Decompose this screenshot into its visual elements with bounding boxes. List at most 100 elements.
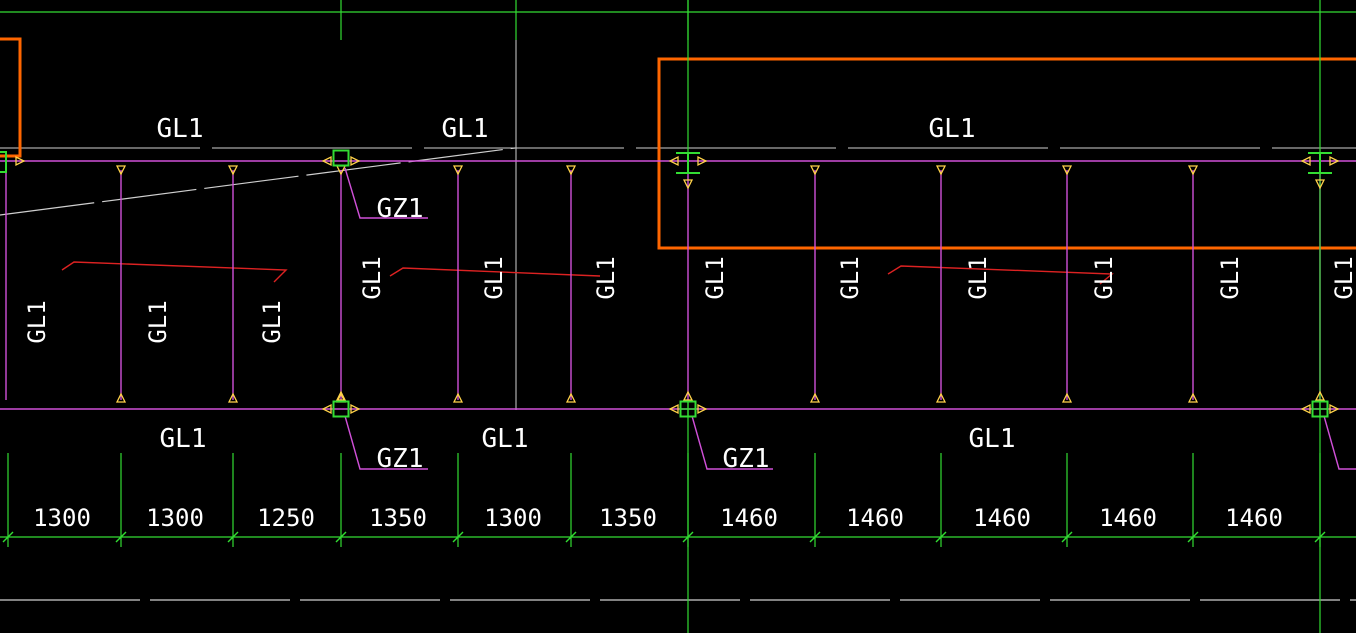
dimension-value: 1460 [1099,504,1157,532]
top-dimension-text: 2600 [399,0,457,5]
dimension-tick [1187,531,1199,543]
support-marker [697,403,708,415]
sloped-reference-line [0,147,516,216]
support-marker [1329,403,1340,415]
support-marker [115,392,127,403]
column-symbol [332,400,350,418]
support-marker [1061,165,1073,176]
beam-label-vertical: GL1 [592,256,620,299]
beam-label: GL1 [482,424,529,454]
dimension-tick [115,531,127,543]
dimension-value: 1460 [1225,504,1283,532]
support-marker [1329,155,1340,167]
dimension-value: 1300 [146,504,204,532]
support-marker [668,155,679,167]
column-leader [344,415,428,470]
column-leader [344,167,428,219]
support-marker [321,403,332,415]
support-marker [452,392,464,403]
support-marker [697,155,708,167]
column-label: GZ1 [377,194,424,224]
dimension-value: 1300 [484,504,542,532]
highlight-box-left [0,37,22,158]
column-symbols [0,149,1332,418]
support-marker [935,392,947,403]
dimension-tick [335,531,347,543]
text-layer: 5310 2600 2600 4500 GL1 GL1 GL1 GL1 GL1 … [23,0,1356,532]
support-marker [335,390,347,401]
support-marker [1314,390,1326,401]
support-marker [1187,392,1199,403]
selection-highlight-boxes [0,37,1356,285]
support-marker [682,179,694,190]
beam-label-vertical: GL1 [836,256,864,299]
dimension-value: 1300 [33,504,91,532]
dimension-value: 1350 [599,504,657,532]
beam-label: GL1 [969,424,1016,454]
support-marker [350,403,361,415]
grid-axis-lines [0,0,1356,601]
support-marker [935,165,947,176]
beam-label-vertical: GL1 [144,300,172,343]
support-marker [321,155,332,167]
dimension-value: 1350 [369,504,427,532]
beam-label-vertical: GL1 [23,300,51,343]
beam-label-vertical: GL1 [480,256,508,299]
beam-lines [0,160,1356,470]
support-marker [1300,403,1311,415]
leader-line [887,265,1114,285]
support-marker [350,155,361,167]
highlight-box-right [657,57,1356,250]
dimension-tick [227,531,239,543]
dimension-tick [565,531,577,543]
support-marker [115,165,127,176]
support-marker [227,165,239,176]
beam-label-vertical: GL1 [1216,256,1244,299]
dimension-tick [2,531,14,543]
beam-label: GL1 [157,114,204,144]
column-symbol [332,149,350,167]
beam-label-vertical: GL1 [701,256,729,299]
support-marker [565,165,577,176]
beam-label: GL1 [929,114,976,144]
support-marker [809,392,821,403]
support-marker [1061,392,1073,403]
support-marker [668,403,679,415]
support-marker [1314,179,1326,190]
support-marker [682,390,694,401]
support-marker [1187,165,1199,176]
beam-label-vertical: GL1 [258,300,286,343]
support-marker [15,155,26,167]
beam-label-vertical: GL1 [358,256,386,299]
dimension-value: 1250 [257,504,315,532]
dimension-tick [935,531,947,543]
beam-label: GL1 [442,114,489,144]
top-dimension-text: 5310 [143,0,201,5]
support-marker [565,392,577,403]
dimension-value: 1460 [973,504,1031,532]
top-dimension-text: 4500 [974,0,1032,5]
dimension-tick [1061,531,1073,543]
column-label: GZ1 [723,444,770,474]
support-marker [809,165,821,176]
dimension-value: 1460 [720,504,778,532]
dimension-tick [809,531,821,543]
column-label: GZ1 [377,444,424,474]
dimension-tick [452,531,464,543]
column-leader [691,415,773,470]
support-marker [452,165,464,176]
beam-label-vertical: GL1 [1330,256,1356,299]
support-markers [15,155,1340,415]
leader-line [61,261,288,283]
support-marker [227,392,239,403]
leader-line [389,267,601,277]
beam-label: GL1 [160,424,207,454]
dimension-value: 1460 [846,504,904,532]
top-dimension-text: 2600 [571,0,629,5]
column-symbol-edge [0,151,7,173]
beam-label-vertical: GL1 [964,256,992,299]
column-leader [1323,415,1356,470]
support-marker [1300,155,1311,167]
